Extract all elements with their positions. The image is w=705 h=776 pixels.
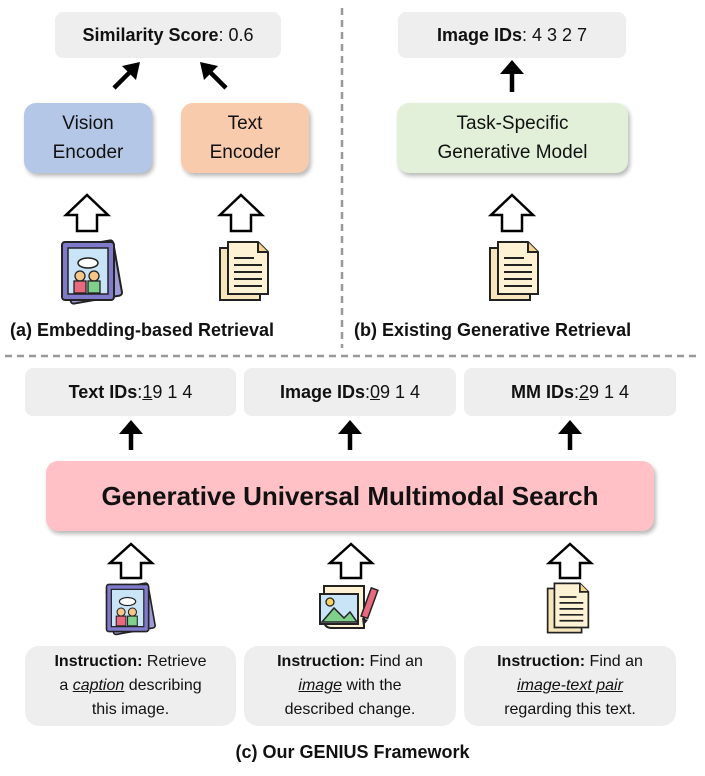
instruction-1-a: Retrieve xyxy=(142,653,207,670)
instruction-3-a: Find an xyxy=(585,653,643,670)
caption-a: (a) Embedding-based Retrieval xyxy=(10,320,275,340)
text-encoder-line1: Text xyxy=(227,113,263,134)
document-stack-icon xyxy=(489,241,539,301)
instruction-1-line3: this image. xyxy=(91,701,170,718)
outline-arrow-up-icon xyxy=(326,542,376,580)
text-ids-label: Text IDs xyxy=(68,381,138,402)
instruction-2-line3: described change. xyxy=(284,701,416,718)
instruction-1-line2: a caption describing xyxy=(25,674,236,698)
generative-model-line2: Generative Model xyxy=(437,142,588,163)
vision-encoder-line1: Vision xyxy=(62,113,114,134)
text-encoder-box: Text Encoder xyxy=(181,103,309,173)
photo-stack-icon xyxy=(61,239,123,305)
generative-search-box: Generative Universal Multimodal Search xyxy=(46,461,654,531)
outline-arrow-up-icon xyxy=(62,193,112,233)
instruction-2-line1: Instruction: Find an xyxy=(244,650,456,674)
text-ids-rest: 9 1 4 xyxy=(152,381,193,402)
instruction-1-label: Instruction: xyxy=(54,653,143,670)
caption-b: (b) Existing Generative Retrieval xyxy=(354,320,632,340)
arrow-up-icon xyxy=(500,60,524,92)
instruction-3-line3: regarding this text. xyxy=(504,701,636,718)
mm-ids-box: MM IDs: 2 9 1 4 xyxy=(464,368,676,416)
instruction-2-c: with the xyxy=(341,677,402,694)
outline-arrow-up-icon xyxy=(106,542,156,580)
text-encoder-line2: Encoder xyxy=(209,142,281,163)
vision-encoder-line2: Encoder xyxy=(52,142,124,163)
document-stack-icon xyxy=(219,241,269,301)
arrow-up-icon xyxy=(338,420,362,450)
instruction-1-b: a xyxy=(59,677,73,694)
instruction-box-2: Instruction: Find an image with the desc… xyxy=(244,646,456,726)
arrow-up-icon xyxy=(119,420,143,450)
instruction-2-line2: image with the xyxy=(244,674,456,698)
image-ids-box-c: Image IDs: 0 9 1 4 xyxy=(244,368,456,416)
instruction-2-label: Instruction: xyxy=(277,653,366,670)
image-ids-sep: : xyxy=(364,381,370,402)
outline-arrow-up-icon xyxy=(545,542,595,580)
text-ids-box: Text IDs: 1 9 1 4 xyxy=(25,368,236,416)
image-ids-rest: 9 1 4 xyxy=(380,381,421,402)
mm-ids-first: 2 xyxy=(578,381,589,402)
generative-model-line1: Task-Specific xyxy=(456,113,569,134)
similarity-score-box: Similarity Score: 0.6 xyxy=(55,12,281,58)
vision-encoder-box: Vision Encoder xyxy=(24,103,152,173)
instruction-2-em: image xyxy=(298,677,342,694)
image-ids-box-b: Image IDs: 4 3 2 7 xyxy=(398,12,626,58)
instruction-3-line1: Instruction: Find an xyxy=(464,650,676,674)
instruction-box-3: Instruction: Find an image-text pair reg… xyxy=(464,646,676,726)
image-ids-label-c: Image IDs xyxy=(279,381,365,402)
arrow-up-left-icon xyxy=(200,62,228,90)
image-ids-first: 0 xyxy=(370,381,381,402)
vertical-divider xyxy=(340,8,344,348)
image-ids-value-b: : 4 3 2 7 xyxy=(521,24,588,45)
mm-ids-label: MM IDs xyxy=(510,381,574,402)
mm-ids-rest: 9 1 4 xyxy=(588,381,630,402)
instruction-1-em: caption xyxy=(72,677,125,694)
document-stack-icon xyxy=(546,582,590,634)
similarity-score-label: Similarity Score xyxy=(82,24,219,45)
arrow-up-right-icon xyxy=(112,62,140,90)
generative-search-title: Generative Universal Multimodal Search xyxy=(101,480,599,511)
instruction-3-line2: image-text pair xyxy=(464,674,676,698)
instruction-3-em: image-text pair xyxy=(517,677,623,694)
outline-arrow-up-icon xyxy=(216,193,266,233)
text-ids-first: 1 xyxy=(142,381,153,402)
similarity-score-value: : 0.6 xyxy=(218,24,254,45)
text-ids-sep: : xyxy=(137,381,143,402)
instruction-box-1: Instruction: Retrieve a caption describi… xyxy=(25,646,236,726)
photo-stack-icon xyxy=(105,582,156,636)
arrow-up-icon xyxy=(558,420,582,450)
instruction-1-line1: Instruction: Retrieve xyxy=(25,650,236,674)
instruction-3-label: Instruction: xyxy=(497,653,586,670)
instruction-2-a: Find an xyxy=(365,653,423,670)
mm-ids-sep: : xyxy=(573,381,579,402)
caption-c: (c) Our GENIUS Framework xyxy=(235,742,470,762)
horizontal-divider xyxy=(5,354,700,358)
instruction-1-c: describing xyxy=(124,677,202,694)
image-ids-label-b: Image IDs xyxy=(436,24,522,45)
outline-arrow-up-icon xyxy=(487,193,537,233)
image-edit-icon xyxy=(319,585,379,629)
generative-model-box: Task-Specific Generative Model xyxy=(397,103,628,173)
